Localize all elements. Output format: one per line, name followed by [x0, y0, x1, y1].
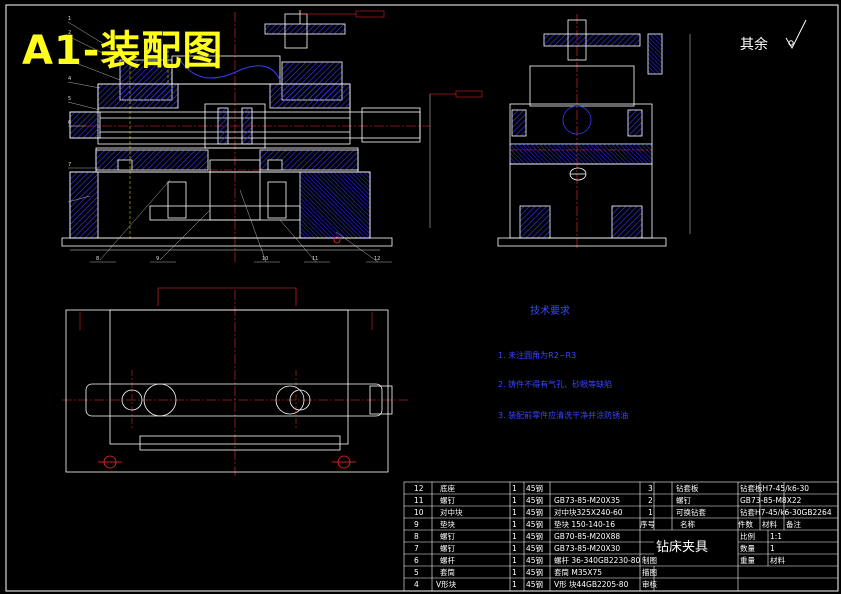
- surface-finish-remark: 其余: [740, 37, 768, 53]
- callout-12: 12: [374, 256, 381, 262]
- callout-11: 11: [312, 256, 319, 262]
- callout-8: 8: [96, 256, 100, 262]
- callout-5: 5: [68, 96, 72, 102]
- tech-requirement-3: 3. 装配前零件应清洗干净并涂防锈油: [498, 411, 629, 420]
- callout-6: 6: [68, 120, 72, 126]
- callout-3: 3: [68, 54, 72, 60]
- callout-4: 4: [68, 76, 72, 82]
- callout-2: 2: [68, 30, 72, 36]
- bom-table: 12 底座 1 45钢 11 螺钉 1 45钢 GB73-85-M20X35 1…: [414, 484, 832, 589]
- roughness-symbol: [785, 19, 807, 50]
- drawing-banner-title: A1-装配图: [22, 28, 224, 74]
- side-view: [497, 14, 691, 250]
- tech-requirements-title: 技术要求: [530, 306, 570, 317]
- bom-drawing-title: 钻床夹具: [656, 540, 709, 555]
- callout-1: 1: [68, 16, 72, 22]
- top-view: [62, 287, 410, 476]
- callout-9: 9: [156, 256, 160, 262]
- callout-7: 7: [68, 162, 72, 168]
- tech-requirement-1: 1. 未注圆角为R2~R3: [498, 351, 577, 360]
- tech-requirement-2: 2. 铸件不得有气孔、砂眼等缺陷: [498, 380, 613, 389]
- front-view: [61, 10, 483, 263]
- callout-10: 10: [262, 256, 269, 262]
- bom-table-grid: [403, 481, 839, 592]
